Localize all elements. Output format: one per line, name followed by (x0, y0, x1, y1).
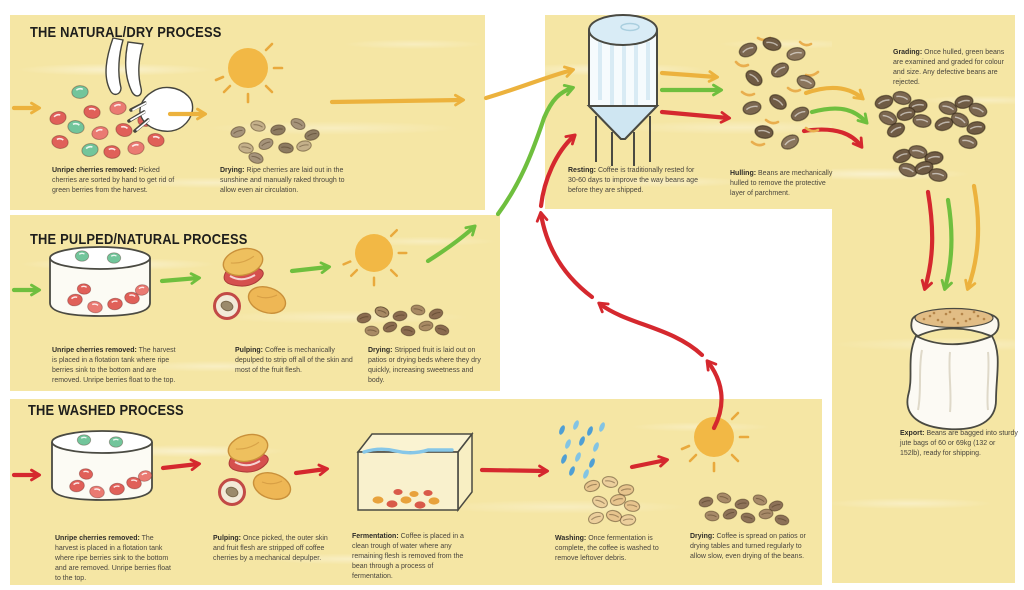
caption-text: Beans are bagged into sturdy jute bags o… (900, 430, 1018, 457)
caption-washed-pulping: Pulping: Once picked, the outer skin and… (213, 534, 341, 564)
caption-grading: Grading: Once hulled, green beans are ex… (893, 48, 1011, 88)
caption-washed-washing: Washing: Once fermentation is complete, … (555, 534, 667, 564)
caption-text: Coffee is placed in a clean trough of wa… (352, 533, 464, 580)
panel-right-column (832, 15, 1015, 583)
caption-text: The harvest is placed in a flotation tan… (55, 535, 171, 582)
caption-label: Unripe cherries removed: (55, 535, 140, 542)
caption-text: Once picked, the outer skin and fruit fl… (213, 535, 328, 562)
caption-label: Grading: (893, 49, 923, 56)
caption-text: Coffee is spread on patios or drying tab… (690, 533, 806, 560)
caption-pulped-drying: Drying: Stripped fruit is laid out on pa… (368, 346, 490, 386)
caption-text: Once hulled, green beans are examined an… (893, 49, 1005, 86)
section-title-pulped: THE PULPED/NATURAL PROCESS (30, 231, 248, 248)
caption-pulped-pulping: Pulping: Coffee is mechanically depulped… (235, 346, 363, 376)
caption-label: Drying: (368, 347, 393, 354)
caption-label: Hulling: (730, 170, 757, 177)
caption-text: Stripped fruit is laid out on patios or … (368, 347, 481, 384)
section-title-natural: THE NATURAL/DRY PROCESS (30, 24, 222, 41)
caption-resting: Resting: Coffee is traditionally rested … (568, 166, 700, 196)
section-title-washed: THE WASHED PROCESS (28, 402, 184, 419)
caption-label: Drying: (690, 533, 715, 540)
caption-text: Beans are mechanically hulled to remove … (730, 170, 833, 197)
caption-text: The harvest is placed in a flotation tan… (52, 347, 176, 384)
caption-label: Unripe cherries removed: (52, 167, 137, 174)
caption-label: Unripe cherries removed: (52, 347, 137, 354)
caption-pulped-sorting: Unripe cherries removed: The harvest is … (52, 346, 176, 386)
caption-washed-sorting: Unripe cherries removed: The harvest is … (55, 534, 177, 584)
caption-washed-fermentation: Fermentation: Coffee is placed in a clea… (352, 532, 474, 582)
caption-label: Pulping: (235, 347, 263, 354)
caption-label: Fermentation: (352, 533, 399, 540)
caption-text: Ripe cherries are laid out in the sunshi… (220, 167, 345, 194)
caption-washed-drying: Drying: Coffee is spread on patios or dr… (690, 532, 814, 562)
caption-label: Pulping: (213, 535, 241, 542)
caption-label: Resting: (568, 167, 596, 174)
caption-hulling: Hulling: Beans are mechanically hulled t… (730, 169, 842, 199)
caption-export: Export: Beans are bagged into sturdy jut… (900, 429, 1018, 459)
caption-text: Once fermentation is complete, the coffe… (555, 535, 659, 562)
caption-text: Coffee is mechanically depulped to strip… (235, 347, 353, 374)
caption-label: Drying: (220, 167, 245, 174)
caption-label: Washing: (555, 535, 587, 542)
caption-natural-drying: Drying: Ripe cherries are laid out in th… (220, 166, 346, 196)
caption-natural-sorting: Unripe cherries removed: Picked cherries… (52, 166, 182, 196)
caption-text: Picked cherries are sorted by hand to ge… (52, 167, 175, 194)
caption-label: Export: (900, 430, 925, 437)
caption-text: Coffee is traditionally rested for 30-60… (568, 167, 698, 194)
